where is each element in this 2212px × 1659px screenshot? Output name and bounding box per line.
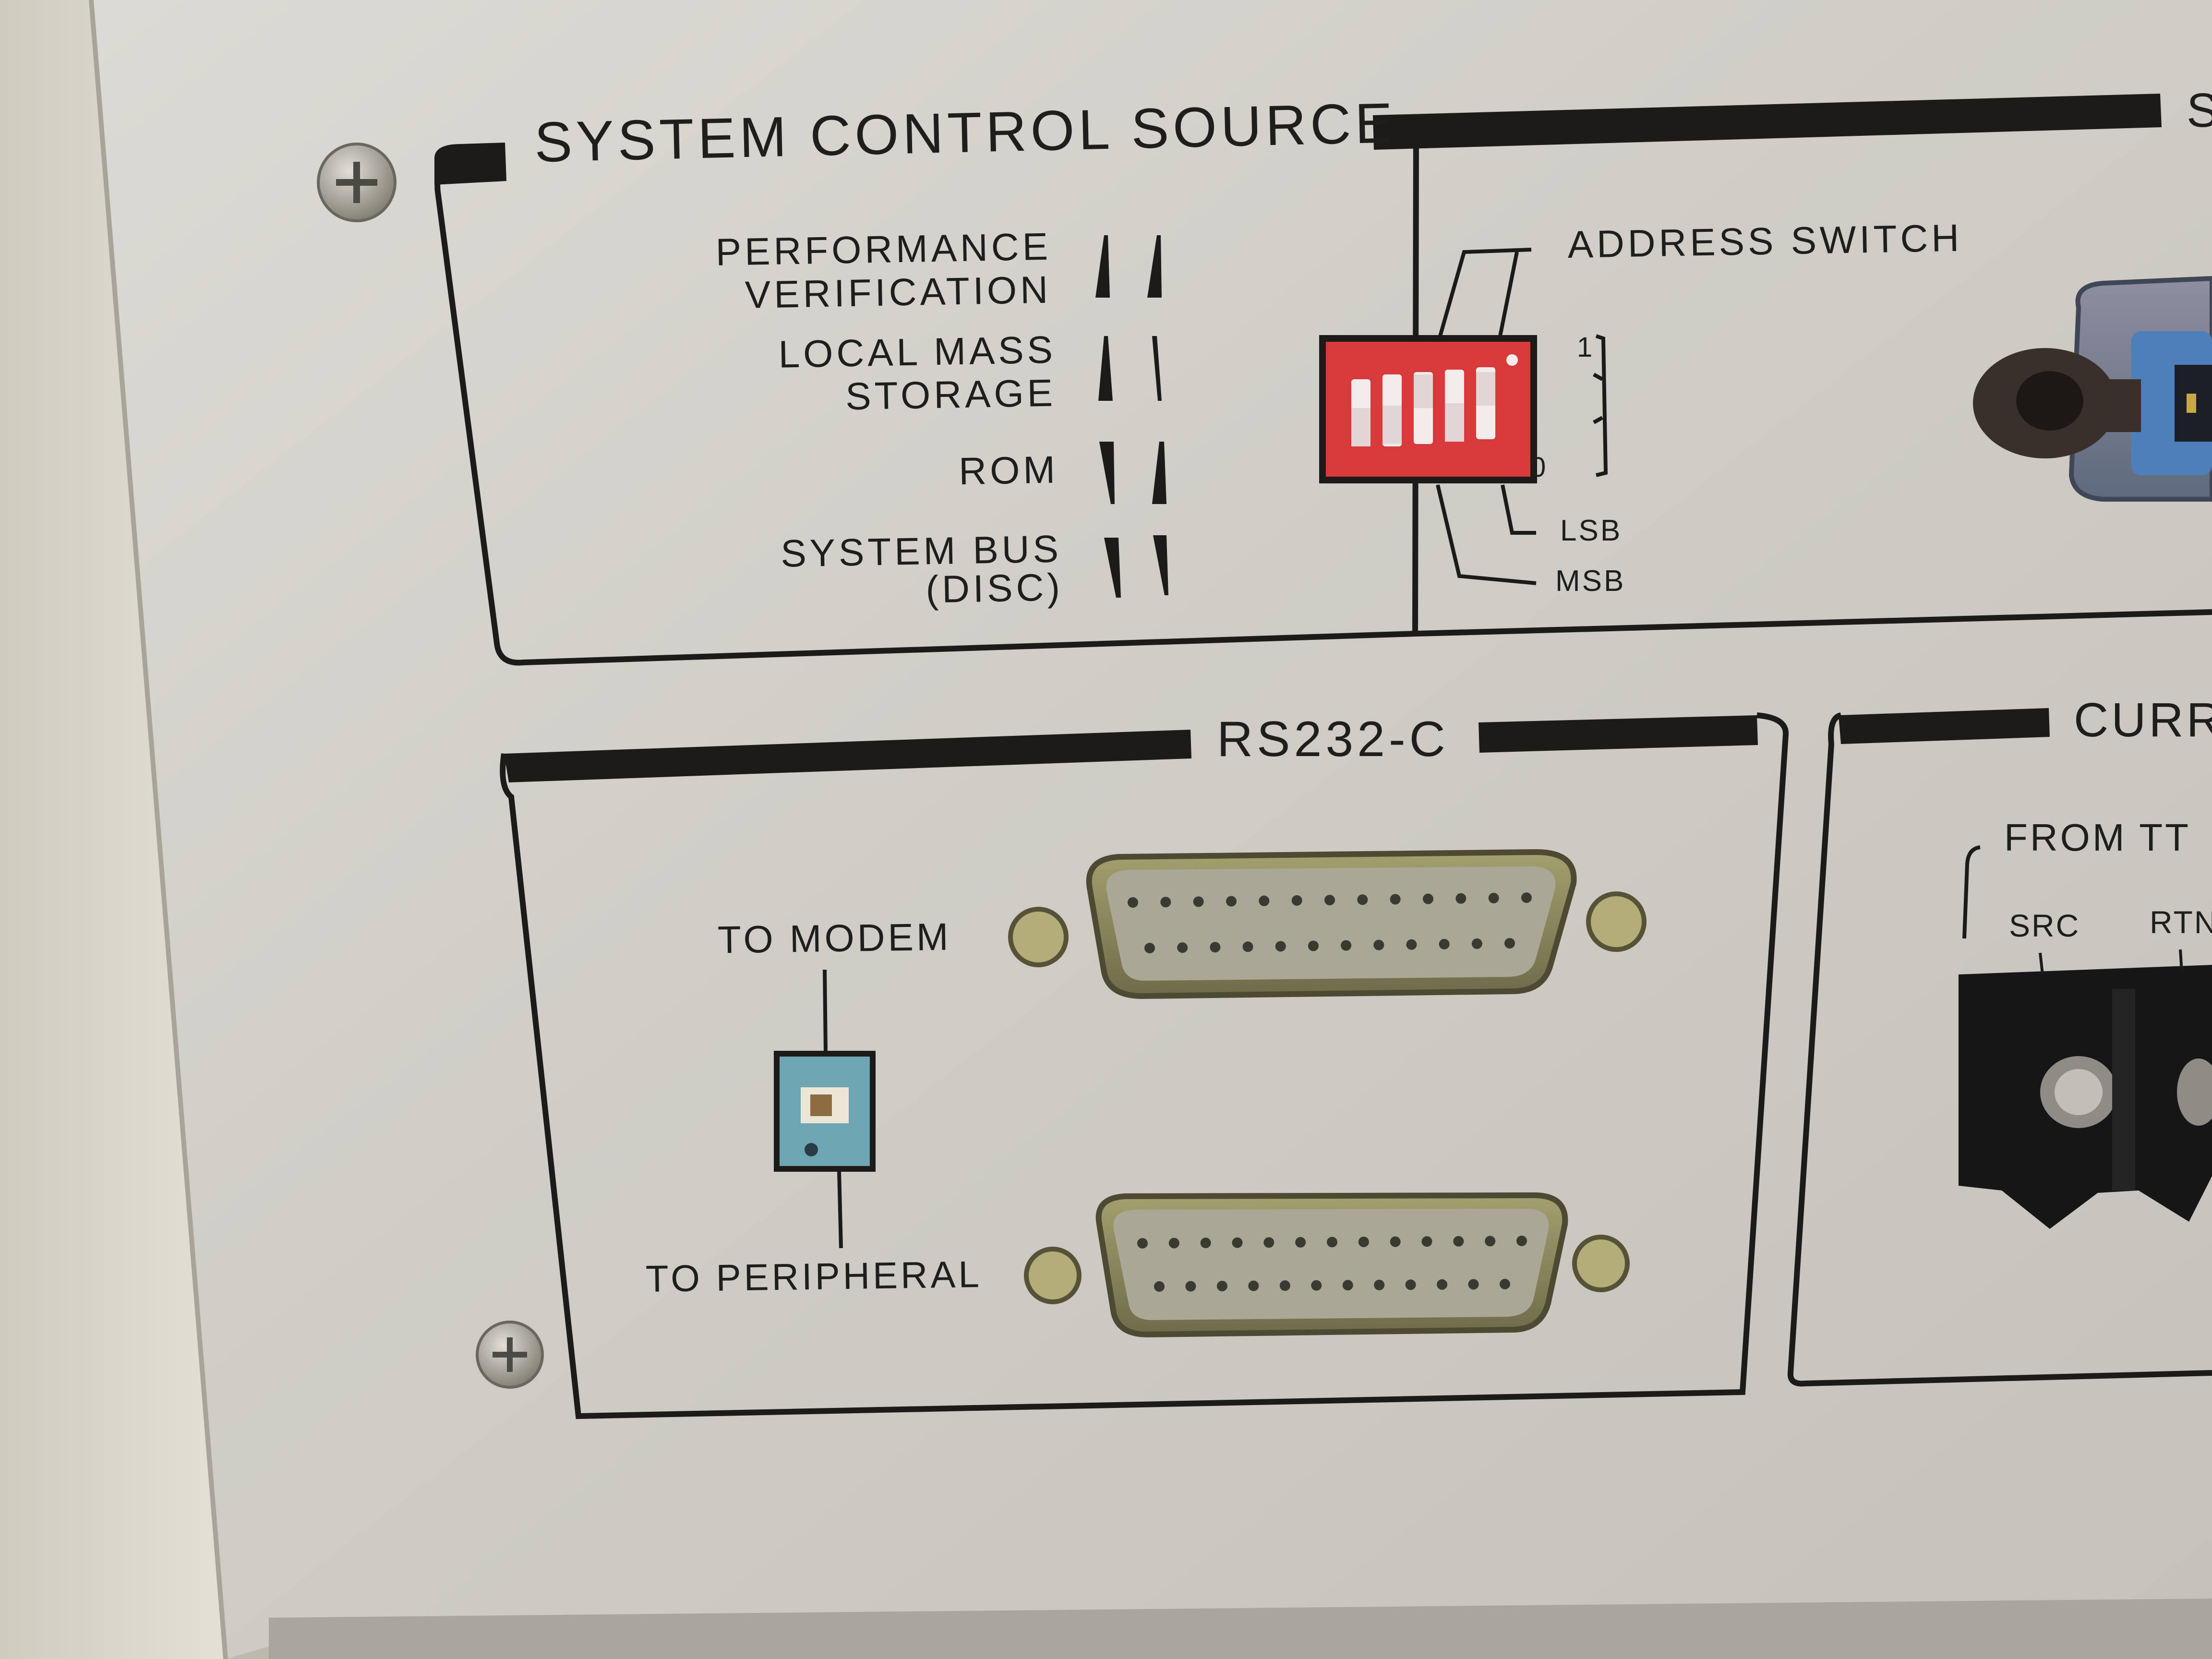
connector-pin <box>1485 1236 1496 1247</box>
current-loop-frame <box>1787 708 2212 1387</box>
connector-pin <box>1358 1237 1369 1248</box>
connector-pin <box>1439 938 1450 950</box>
from-tt-label: FROM TT <box>2004 816 2191 859</box>
connector-pin <box>1295 1237 1306 1248</box>
toggle-glyphs <box>1095 235 1168 598</box>
connector-pin <box>1327 1237 1337 1248</box>
connector-pin <box>1291 895 1302 906</box>
cable-cap <box>1973 348 2141 458</box>
connector-pin <box>1504 938 1515 949</box>
right-edge-title-fragment: S <box>2187 84 2212 137</box>
serial-connector-partial <box>2068 276 2212 502</box>
connector-pin <box>1200 1238 1211 1249</box>
connector-pin <box>1185 1281 1196 1292</box>
control-item-performance-line1: PERFORMANCE <box>715 225 1052 274</box>
enclosure-side <box>0 0 226 1659</box>
control-item-system-bus-line2: (DISC) <box>925 565 1064 611</box>
connector-pin <box>1279 1280 1290 1291</box>
connector-pin <box>1406 939 1417 950</box>
control-item-performance-line2: VERIFICATION <box>745 268 1052 316</box>
connector-pin <box>1390 1236 1401 1247</box>
connector-pins <box>1128 892 1532 1292</box>
connector-pin <box>1488 892 1499 903</box>
db25-to-modem <box>1008 849 1647 999</box>
top-band <box>1373 94 2162 150</box>
connector-pin <box>1210 942 1221 953</box>
to-peripheral-label: TO PERIPHERAL <box>645 1253 983 1300</box>
connector-pin <box>1324 895 1335 905</box>
modem-peripheral-switch <box>774 969 876 1249</box>
address-switch-msb: MSB <box>1555 565 1626 598</box>
terminal-block <box>1959 949 2212 1229</box>
connector-pin <box>1342 1280 1353 1291</box>
dip-switch <box>1319 335 1537 483</box>
connector-pin <box>1468 1279 1479 1290</box>
connector-pin <box>1177 942 1188 953</box>
address-switch-one: 1 <box>1577 332 1593 363</box>
control-item-local-mass-line2: STORAGE <box>845 371 1057 418</box>
system-control-frame <box>434 143 1419 666</box>
connector-pin <box>1154 1281 1165 1292</box>
connector-pin <box>1341 940 1352 951</box>
connector-pin <box>1168 1238 1179 1249</box>
to-modem-label: TO MODEM <box>717 915 952 962</box>
connector-pin <box>1357 894 1368 905</box>
address-switch-zero: 0 <box>1530 452 1546 483</box>
connector-pin <box>1437 1279 1448 1290</box>
connector-pin <box>1516 1236 1527 1246</box>
connector-pin <box>1248 1280 1259 1291</box>
rs232-frame <box>500 712 1789 1419</box>
connector-pin <box>1373 939 1384 950</box>
rs232-title: RS232-C <box>1217 711 1449 767</box>
connector-pin <box>1128 897 1138 908</box>
connector-pin <box>1275 941 1286 952</box>
connector-pin <box>1453 1236 1464 1247</box>
connector-pin <box>1311 1280 1322 1291</box>
connector-pin <box>1423 893 1433 904</box>
connector-pin <box>1226 896 1237 907</box>
connector-pin <box>1521 892 1532 903</box>
rtn-label: RTN <box>2150 904 2212 940</box>
connector-pin <box>1216 1281 1227 1292</box>
connector-pin <box>1144 943 1155 953</box>
screw-bottom-left <box>476 1321 544 1389</box>
panel-bottom-edge <box>269 1599 2212 1659</box>
connector-pin <box>1471 938 1482 949</box>
screw-top-left <box>317 143 397 222</box>
connector-pin <box>1421 1236 1432 1247</box>
control-item-rom: ROM <box>958 448 1059 493</box>
metal-panel <box>91 0 2212 1659</box>
connector-pin <box>1242 941 1253 952</box>
connector-pin <box>1500 1279 1510 1289</box>
address-switch-lsb: LSB <box>1560 514 1623 547</box>
connector-pin <box>1193 896 1204 907</box>
connector-pin <box>1374 1279 1385 1290</box>
connector-pin <box>1308 940 1319 951</box>
connector-pin <box>1232 1237 1243 1248</box>
connector-pin <box>1390 894 1401 905</box>
current-loop-title-fragment: CURR <box>2074 693 2212 747</box>
connector-pin <box>1263 1237 1274 1248</box>
control-item-local-mass-line1: LOCAL MASS <box>778 328 1057 376</box>
connector-pin <box>1455 893 1467 904</box>
connector-pin <box>1160 897 1171 908</box>
address-switch-label: ADDRESS SWITCH <box>1567 216 1963 266</box>
db25-to-peripheral <box>1024 1192 1630 1338</box>
connector-pin <box>1259 895 1270 906</box>
connector-pin <box>1405 1279 1416 1290</box>
src-label: SRC <box>2009 908 2080 943</box>
connector-pin <box>1137 1238 1148 1249</box>
